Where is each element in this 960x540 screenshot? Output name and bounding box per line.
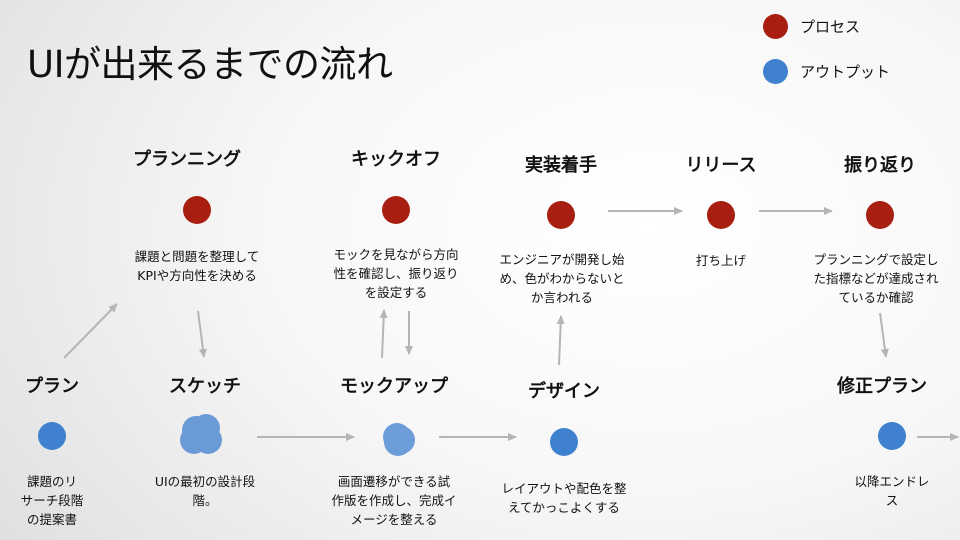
process-heading-retro: 振り返り — [844, 155, 916, 176]
output-node-fixplan — [878, 422, 906, 450]
output-node-sketch — [178, 412, 226, 460]
output-heading-fixplan: 修正プラン — [837, 376, 927, 397]
process-heading-planning: プランニング — [133, 149, 241, 170]
process-heading-release: リリース — [685, 155, 757, 176]
arrow-mockup-to-kickoff — [379, 309, 388, 359]
process-desc-kickoff: モックを見ながら方向 性を確認し、振り返り を設定する — [333, 247, 459, 300]
process-desc-release: 打ち上げ — [695, 253, 746, 268]
output-heading-plan: プラン — [25, 376, 79, 397]
output-node-plan — [38, 422, 66, 450]
legend-process-dot — [763, 14, 788, 39]
legend-output-dot — [763, 59, 788, 84]
process-node-implementation — [547, 201, 575, 229]
page-title: UIが出来るまでの流れ — [27, 43, 393, 86]
process-desc-retro: プランニングで設定し た指標などが達成され ているか確認 — [813, 252, 939, 305]
output-node-design — [550, 428, 578, 456]
output-desc-plan: 課題のリ サーチ段階 の提案書 — [20, 474, 84, 527]
process-desc-implementation: エンジニアが開発し始 め、色がわからないと か言われる — [499, 252, 625, 305]
output-desc-design: レイアウトや配色を整 えてかっこよくする — [501, 481, 627, 515]
output-heading-mockup: モックアップ — [340, 376, 448, 397]
process-node-retro — [866, 201, 894, 229]
arrow-design-to-implementation — [556, 315, 565, 366]
output-heading-design: デザイン — [528, 381, 600, 402]
arrow-plan-to-planning — [63, 303, 118, 359]
process-node-release — [707, 201, 735, 229]
output-desc-mockup: 画面遷移ができる試 作版を作成し、完成イ メージを整える — [331, 474, 457, 527]
legend: プロセス アウトプット — [763, 14, 953, 89]
legend-output-label: アウトプット — [800, 63, 891, 81]
output-heading-sketch: スケッチ — [169, 376, 241, 397]
process-node-kickoff — [382, 196, 410, 224]
process-node-planning — [183, 196, 211, 224]
output-desc-sketch: UIの最初の設計段 階。 — [154, 474, 256, 508]
process-heading-kickoff: キックオフ — [351, 149, 441, 170]
output-desc-fixplan: 以降エンドレ ス — [854, 474, 930, 508]
arrow-retro-to-fixplan — [879, 312, 889, 358]
arrow-planning-to-sketch — [197, 310, 207, 358]
output-node-mockup — [381, 421, 417, 457]
process-heading-implementation: 実装着手 — [525, 155, 597, 176]
legend-process-label: プロセス — [800, 18, 861, 36]
process-desc-planning: 課題と問題を整理して KPIや方向性を決める — [134, 249, 260, 283]
